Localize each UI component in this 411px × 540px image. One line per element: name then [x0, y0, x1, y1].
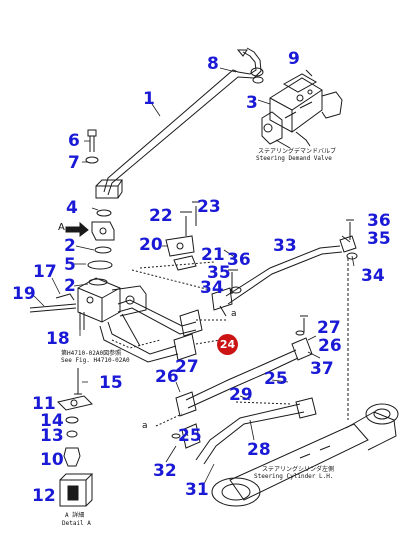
callout-2-a[interactable]: 2 — [64, 236, 76, 256]
bolt-19 — [29, 303, 77, 313]
tube-bundle — [99, 299, 197, 363]
hose-28 — [185, 349, 305, 465]
tube-clamp-block — [173, 309, 203, 361]
bolt-36b — [228, 269, 238, 294]
callout-20[interactable]: 20 — [139, 235, 163, 255]
label-a-lower: a — [142, 421, 148, 431]
callout-7[interactable]: 7 — [68, 153, 80, 173]
callout-29[interactable]: 29 — [229, 385, 253, 405]
callout-15[interactable]: 15 — [99, 373, 123, 393]
callout-14[interactable]: 14 — [40, 411, 64, 431]
hose-33 — [225, 245, 343, 305]
callout-36-b[interactable]: 36 — [367, 211, 391, 231]
bolt-15 — [74, 368, 82, 395]
caption-see-fig-en: See Fig. H4710-02A0 — [61, 357, 130, 364]
fitting-10 — [63, 447, 81, 467]
leader-dashed-1 — [131, 261, 215, 291]
clamp-20 — [165, 235, 195, 257]
flange-11 — [57, 395, 93, 411]
highlight-marker-24[interactable]: 24 — [217, 334, 238, 355]
callout-9[interactable]: 9 — [288, 49, 300, 69]
washer-7 — [85, 156, 99, 164]
callout-27-a[interactable]: 27 — [317, 318, 341, 338]
hose-end-32 — [171, 423, 201, 449]
caption-steering-cyl-en: Steering Cylinder L.H. — [254, 473, 334, 480]
callout-33[interactable]: 33 — [273, 236, 297, 256]
callout-21[interactable]: 21 — [201, 245, 225, 265]
callout-32[interactable]: 32 — [153, 461, 177, 481]
hose-end-26 — [291, 315, 313, 361]
washer-35b — [230, 286, 242, 294]
callout-1[interactable]: 1 — [143, 89, 155, 109]
hose-end-27 — [175, 391, 197, 417]
caption-steering-valve-jp: ステアリングデマンドバルブ — [258, 148, 337, 155]
callout-34-a[interactable]: 34 — [200, 278, 224, 298]
callout-26-a[interactable]: 26 — [318, 336, 342, 356]
steering-cylinder — [211, 403, 399, 507]
bracket-17 — [55, 293, 75, 301]
callout-10[interactable]: 10 — [40, 450, 64, 470]
callout-25-a[interactable]: 25 — [264, 369, 288, 389]
o-ring-13 — [66, 430, 78, 438]
o-ring-2 — [94, 246, 112, 254]
clamp-21 — [173, 255, 197, 271]
callout-35-a[interactable]: 35 — [207, 263, 231, 283]
callout-35-b[interactable]: 35 — [367, 229, 391, 249]
callout-28[interactable]: 28 — [247, 440, 271, 460]
callout-25-b[interactable]: 25 — [178, 426, 202, 446]
o-ring-4 — [96, 209, 112, 217]
bolt-6 — [87, 129, 97, 152]
leader-a-lower — [155, 413, 183, 427]
label-A-arrow: A — [58, 222, 65, 233]
leader-dashed-3 — [195, 319, 228, 345]
detail-a-arrow — [65, 221, 89, 237]
flange-block — [95, 179, 123, 199]
callout-18[interactable]: 18 — [46, 329, 70, 349]
hose-end-34 — [211, 287, 233, 317]
callout-31[interactable]: 31 — [185, 480, 209, 500]
steering-demand-valve — [261, 69, 343, 149]
callout-11[interactable]: 11 — [32, 394, 56, 414]
hose-end-37 — [295, 397, 317, 419]
callout-13[interactable]: 13 — [40, 426, 64, 446]
caption-steering-valve-en: Steering Demand Valve — [256, 155, 332, 162]
leader-lines — [33, 67, 355, 485]
callout-36-a[interactable]: 36 — [227, 250, 251, 270]
callout-34-b[interactable]: 34 — [361, 266, 385, 286]
callout-22[interactable]: 22 — [149, 206, 173, 226]
manifold-block — [77, 277, 147, 323]
callout-26-b[interactable]: 26 — [155, 367, 179, 387]
bolt-18 — [79, 312, 85, 330]
split-flange — [91, 221, 115, 241]
callout-3[interactable]: 3 — [246, 93, 258, 113]
hose-end-36 — [339, 219, 358, 260]
tube-end-connector — [250, 67, 264, 84]
callout-4[interactable]: 4 — [66, 198, 78, 218]
o-ring-14 — [65, 416, 79, 424]
block-12 — [59, 473, 94, 507]
callout-37[interactable]: 37 — [310, 359, 334, 379]
callout-2-b[interactable]: 2 — [64, 276, 76, 296]
callout-8[interactable]: 8 — [207, 54, 219, 74]
bolt-23 — [192, 201, 200, 226]
callout-27-b[interactable]: 27 — [175, 357, 199, 377]
callout-6[interactable]: 6 — [68, 131, 80, 151]
callout-19[interactable]: 19 — [12, 284, 36, 304]
plate-5 — [87, 260, 113, 270]
callout-12[interactable]: 12 — [32, 486, 56, 506]
callout-5[interactable]: 5 — [64, 255, 76, 275]
caption-steering-cyl-jp: ステアリングシリンダ左側 — [262, 466, 335, 473]
caption-see-fig-jp: 第H4710-02A0図参照 — [61, 350, 122, 357]
callout-17[interactable]: 17 — [33, 262, 57, 282]
leader-29 — [235, 401, 291, 405]
caption-detail-jp: A 詳細 — [65, 512, 85, 519]
leader-dashed-2 — [111, 339, 161, 349]
bolt-22 — [180, 211, 192, 236]
steering-tube-1 — [103, 47, 262, 196]
label-a-upper: a — [231, 309, 237, 319]
caption-detail-en: Detail A — [62, 520, 91, 527]
callout-23[interactable]: 23 — [197, 197, 221, 217]
